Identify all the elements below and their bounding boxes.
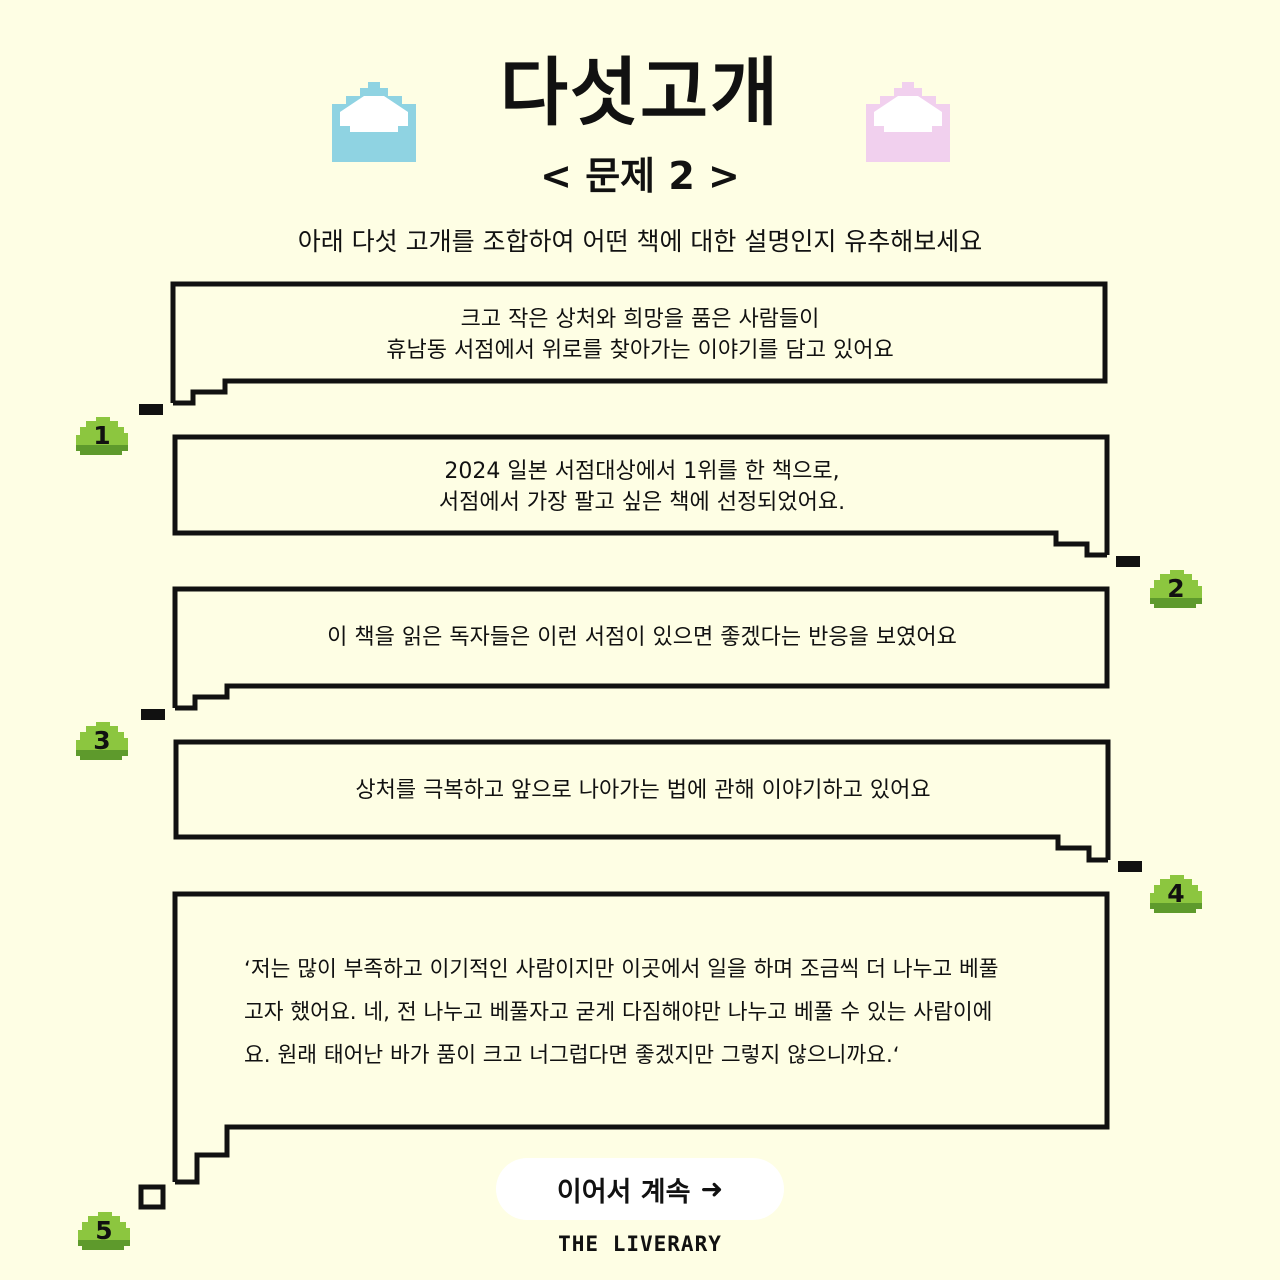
bush-icon (78, 1212, 130, 1250)
bubble-3-tail-mark (141, 709, 165, 720)
bush-icon (1150, 875, 1202, 913)
bubble-5-frame (172, 891, 1110, 1185)
hint-2-marker: 2 (1146, 566, 1206, 612)
hint-3-marker: 3 (72, 718, 132, 764)
page-title: 다섯고개 (499, 50, 781, 136)
continue-button-label: 이어서 계속 (556, 1176, 691, 1208)
hint-1-number: 1 (93, 421, 111, 450)
instruction-text: 아래 다섯 고개를 조합하여 어떤 책에 대한 설명인지 유추해보세요 (297, 227, 983, 256)
arrow-right-icon: ➜ (700, 1173, 724, 1205)
continue-button[interactable]: 이어서 계속 ➜ (496, 1158, 784, 1220)
bubble-3-frame (172, 586, 1110, 711)
bubble-4-tail-mark (1118, 861, 1142, 872)
hint-5-number: 5 (95, 1216, 113, 1245)
bush-icon (76, 722, 128, 760)
hint-5-text: ‘저는 많이 부족하고 이기적인 사람이지만 이곳에서 일을 하며 조금씩 더 … (244, 957, 999, 1068)
bubble-2-frame (172, 434, 1110, 558)
bush-icon (76, 417, 128, 455)
bubble-2-tail-mark (1116, 556, 1140, 567)
question-number: < 문제 2 > (540, 154, 740, 198)
hint-5-marker: 5 (74, 1208, 134, 1254)
hint-1-marker: 1 (72, 413, 132, 459)
hint-3-text: 이 책을 읽은 독자들은 이런 서점이 있으면 좋겠다는 반응을 보였어요 (327, 625, 957, 650)
hint-4-text: 상처를 극복하고 앞으로 나아가는 법에 관해 이야기하고 있어요 (355, 778, 931, 803)
brand-logo-text: THE LIVERARY (558, 1232, 722, 1256)
envelope-blue-icon (332, 82, 416, 162)
bubble-1-tail-mark (139, 404, 163, 415)
hint-1-text: 크고 작은 상처와 희망을 품은 사람들이 휴남동 서점에서 위로를 찾아가는 … (386, 307, 894, 363)
hint-3-number: 3 (93, 726, 111, 755)
hint-4-number: 4 (1167, 879, 1185, 908)
hint-2-number: 2 (1167, 574, 1185, 603)
bush-icon (1150, 570, 1202, 608)
bubble-1-frame (170, 281, 1108, 406)
hint-4-marker: 4 (1146, 871, 1206, 917)
hint-2-text: 2024 일본 서점대상에서 1위를 한 책으로, 서점에서 가장 팔고 싶은 … (438, 459, 846, 515)
bubble-5-tail-mark (138, 1184, 166, 1210)
envelope-pink-icon (866, 82, 950, 162)
bubble-4-frame (173, 739, 1111, 863)
